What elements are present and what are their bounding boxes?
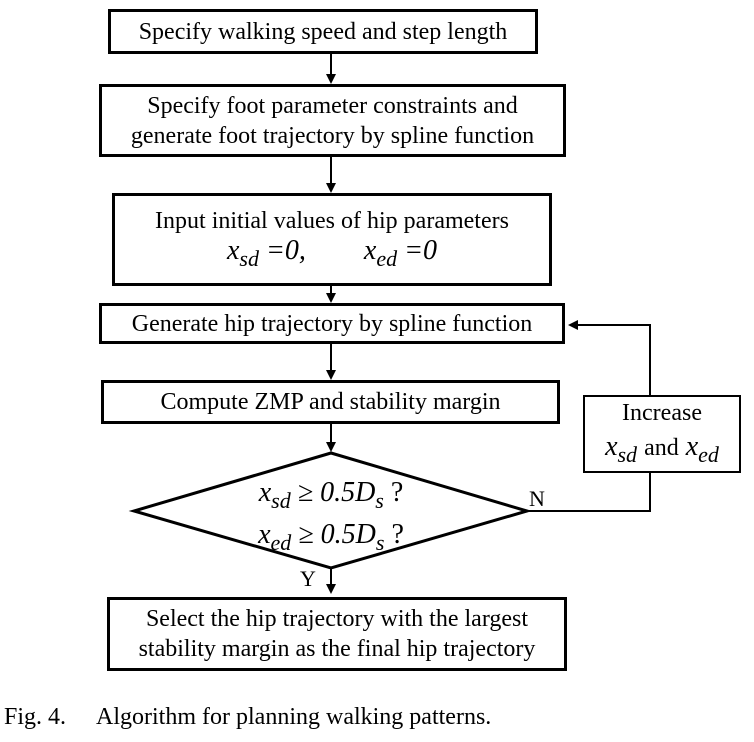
caption-fig-number: Fig. 4. xyxy=(4,704,67,730)
step6-line1: Select the hip trajectory with the large… xyxy=(145,606,529,632)
step-increase-hip-params: Increase xsd and xed xyxy=(583,395,741,473)
cond1-base: x xyxy=(258,477,272,508)
step-specify-walking-speed: Specify walking speed and step length xyxy=(108,9,538,54)
figure-caption: Fig. 4. Algorithm for planning walking pa… xyxy=(4,703,491,731)
inc-x1-base: x xyxy=(605,431,618,462)
caption-text: Algorithm for planning walking patterns. xyxy=(96,704,492,730)
inc-and: and xyxy=(644,435,679,461)
xsd-base: x xyxy=(226,234,240,266)
xsd-rhs: =0, xyxy=(265,234,306,266)
no-branch-label: N xyxy=(529,486,545,511)
step5-label: Compute ZMP and stability margin xyxy=(160,389,501,415)
yes-branch-label: Y xyxy=(300,566,316,591)
cond1-sub: sd xyxy=(271,488,291,513)
step-generate-hip-trajectory: Generate hip trajectory by spline functi… xyxy=(99,303,565,344)
step3-line1: Input initial values of hip parameters xyxy=(155,207,509,234)
xed-base: x xyxy=(363,234,377,266)
step1-label: Specify walking speed and step length xyxy=(138,18,508,45)
step2-line1: Specify foot parameter constraints and xyxy=(147,92,518,119)
decision-conditions: xsd ≥ 0.5Ds ? xed ≥ 0.5Ds ? xyxy=(196,476,466,560)
step-select-final-trajectory: Select the hip trajectory with the large… xyxy=(107,597,567,671)
cond2-rhs-sub: s xyxy=(375,530,385,555)
loop-no-to-increase xyxy=(527,473,651,512)
step6-line2: stability margin as the final hip trajec… xyxy=(138,636,536,662)
step4-label: Generate hip trajectory by spline functi… xyxy=(131,310,533,337)
step-initial-hip-values: Input initial values of hip parameters x… xyxy=(112,193,552,286)
cond2-sub: ed xyxy=(270,530,292,555)
step-foot-trajectory: Specify foot parameter constraints and g… xyxy=(99,84,566,157)
step-compute-zmp: Compute ZMP and stability margin xyxy=(101,380,560,424)
increase-params: xsd and xed xyxy=(605,430,719,472)
cond2-rhs: ≥ 0.5D xyxy=(298,519,376,550)
xed-sub: ed xyxy=(376,245,398,271)
xed-rhs: =0 xyxy=(404,234,437,266)
decision-cond1: xsd ≥ 0.5Ds ? xyxy=(196,476,466,518)
cond2-base: x xyxy=(258,519,271,550)
step2-line2: generate foot trajectory by spline funct… xyxy=(130,122,535,149)
inc-x2-base: x xyxy=(685,431,699,462)
increase-label: Increase xyxy=(622,400,702,426)
inc-x1-sub: sd xyxy=(617,442,638,467)
cond2-tail: ? xyxy=(391,519,404,550)
decision-diamond xyxy=(128,451,533,570)
cond1-rhs: ≥ 0.5D xyxy=(297,477,376,508)
decision-cond2: xed ≥ 0.5Ds ? xyxy=(196,518,466,560)
inc-x2-sub: ed xyxy=(698,442,719,467)
cond1-rhs-sub: s xyxy=(375,488,384,513)
xsd-sub: sd xyxy=(239,245,259,271)
step3-initial-values: xsd =0, xed =0 xyxy=(226,234,437,274)
loop-increase-to-step4 xyxy=(568,320,651,395)
cond1-tail: ? xyxy=(390,477,404,508)
